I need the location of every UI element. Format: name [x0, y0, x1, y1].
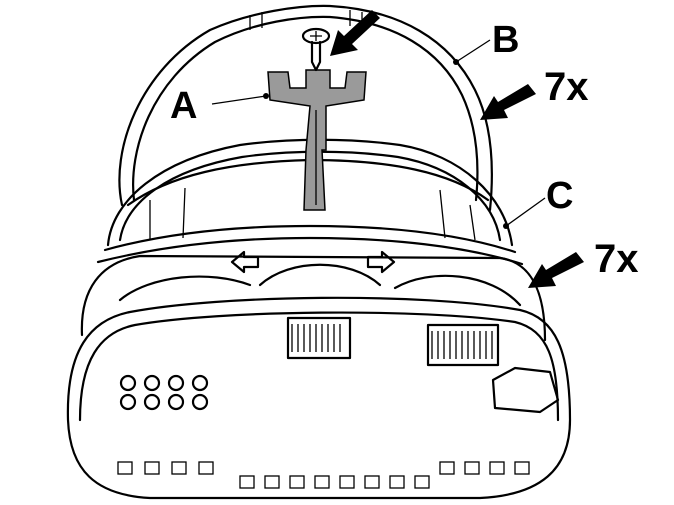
callout-count-lower: 7x: [594, 237, 639, 281]
right-direction-arrow: [366, 250, 396, 274]
leader-line-b: [455, 39, 491, 63]
arrow-to-lower-clips: [528, 252, 584, 288]
led-grid: [119, 374, 209, 411]
left-direction-arrow: [230, 250, 260, 274]
callout-a: A: [170, 85, 197, 127]
arrow-to-upper-clips: [480, 84, 536, 120]
callout-b: B: [492, 19, 519, 61]
screw: [301, 27, 331, 72]
side-plug: [491, 366, 560, 414]
leader-line-c: [505, 197, 546, 227]
dial-housing: [80, 250, 547, 342]
leader-line-a: [211, 95, 267, 105]
circuit-board: [66, 296, 572, 500]
lamp-socket-row: [117, 461, 530, 489]
part-a-removal-tool: [267, 69, 367, 211]
callout-c: C: [546, 175, 573, 217]
connector-right: [426, 323, 500, 367]
connector-left: [286, 316, 352, 360]
callout-count-upper: 7x: [544, 65, 589, 109]
arrow-to-screw: [330, 10, 380, 56]
